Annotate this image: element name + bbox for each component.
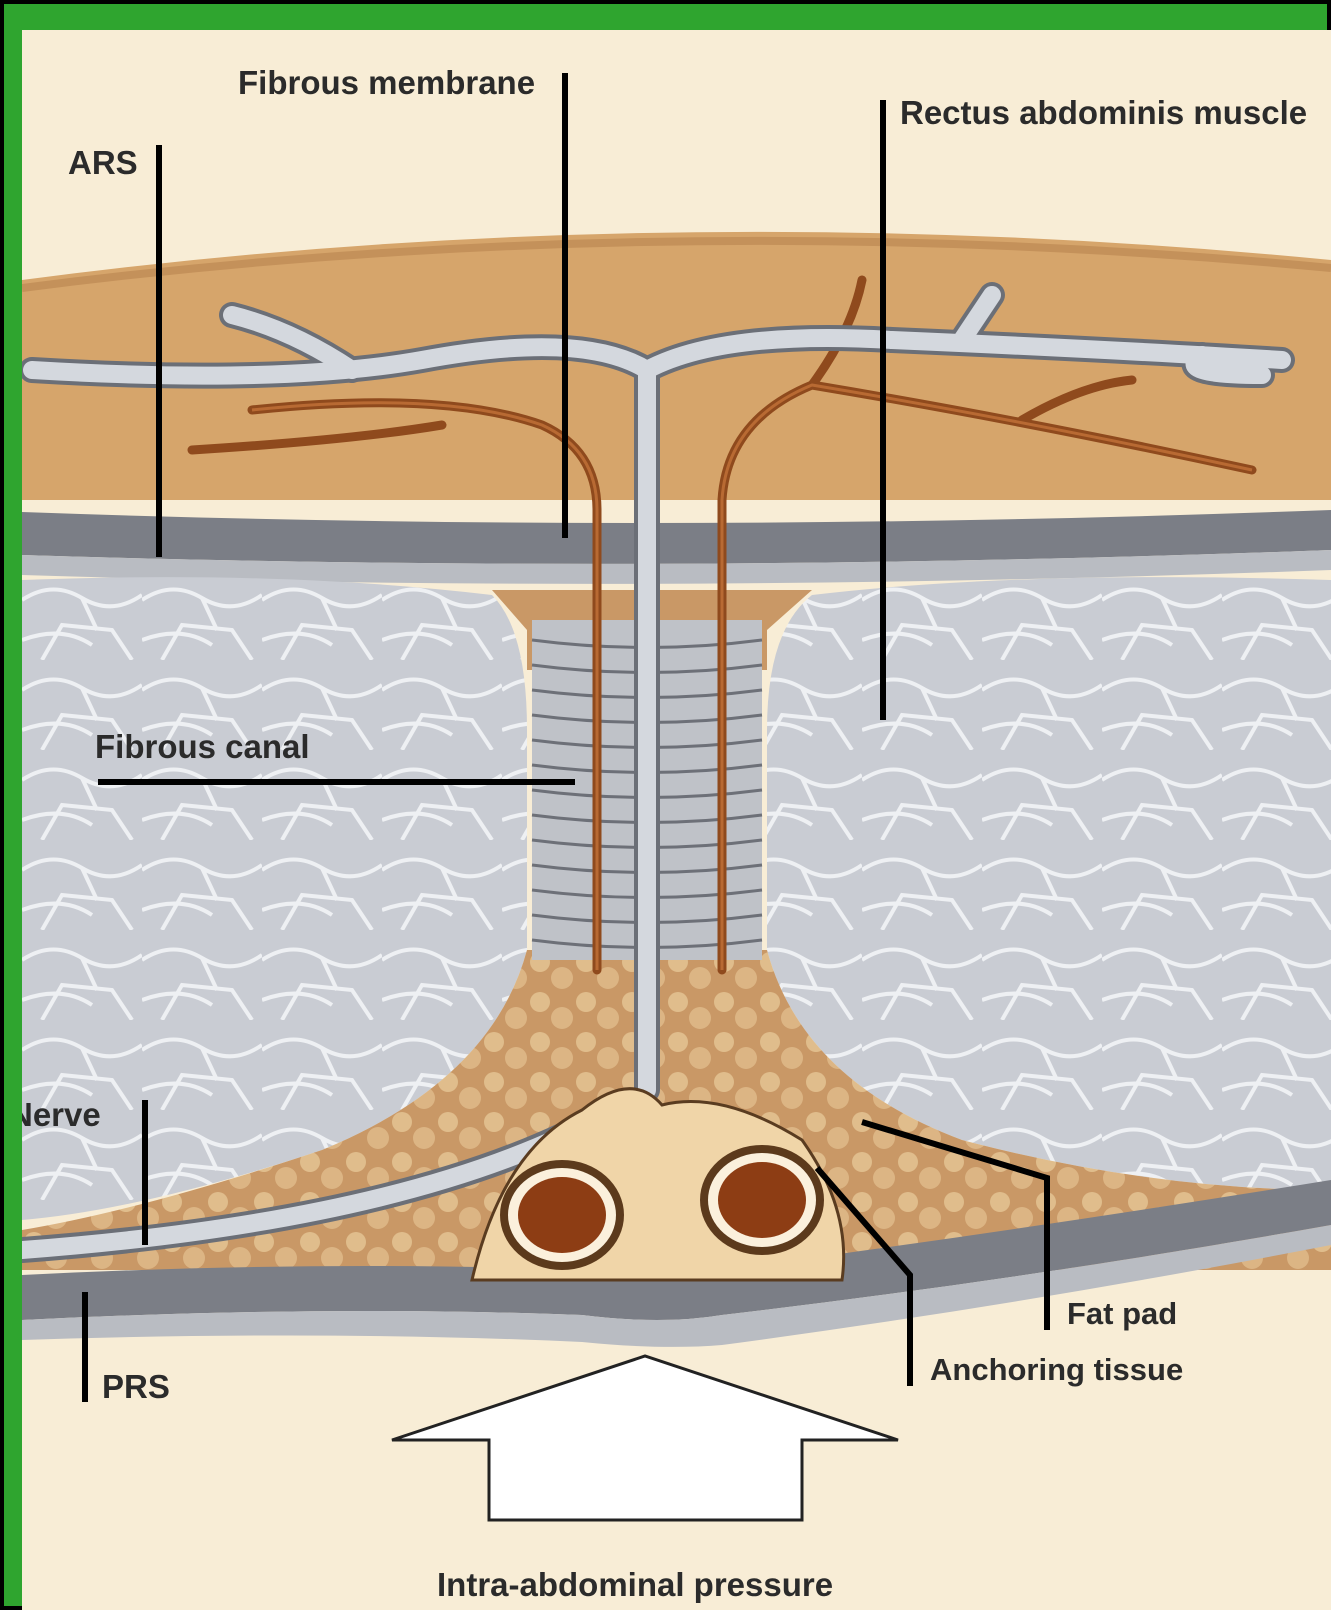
label-prs: PRS: [102, 1370, 170, 1403]
label-intra-abdominal-pressure: Intra-abdominal pressure: [437, 1568, 833, 1601]
anterior-rectus-sheath: [22, 510, 1331, 564]
label-ars: ARS: [68, 146, 138, 179]
pressure-arrow: [392, 1356, 898, 1520]
diagram-panel: Fibrous membrane Rectus abdominis muscle…: [22, 30, 1331, 1610]
label-fibrous-canal: Fibrous canal: [95, 730, 310, 763]
label-nerve: Nerve: [22, 1098, 101, 1131]
label-anchoring-tissue: Anchoring tissue: [930, 1354, 1183, 1385]
label-fat-pad: Fat pad: [1067, 1298, 1177, 1329]
label-rectus-abdominis: Rectus abdominis muscle: [900, 96, 1307, 129]
label-fibrous-membrane: Fibrous membrane: [238, 66, 535, 99]
